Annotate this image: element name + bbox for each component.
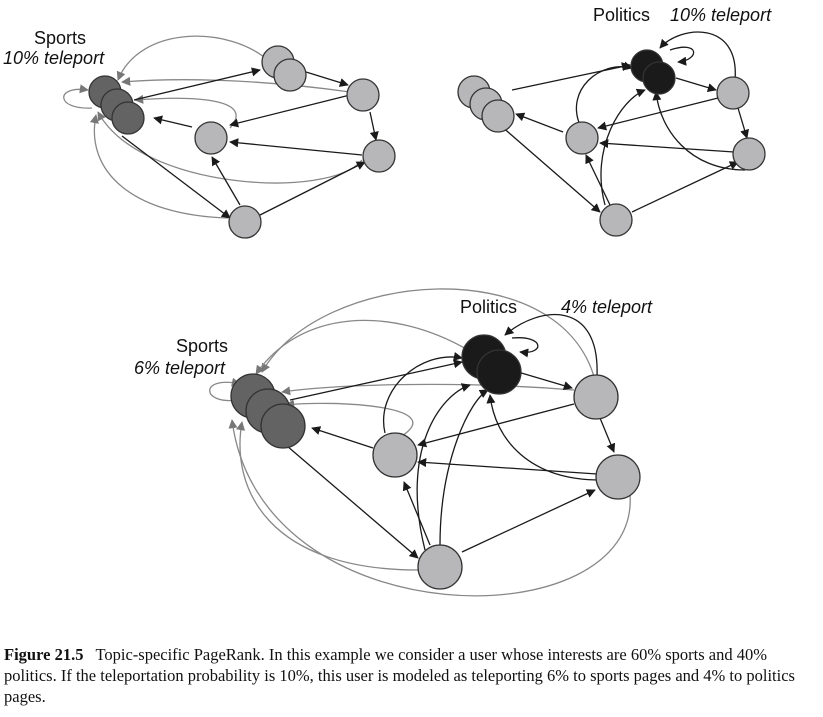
link-edge bbox=[259, 161, 366, 216]
teleport-edge bbox=[652, 91, 746, 171]
link-edge bbox=[599, 417, 616, 453]
politics-node bbox=[476, 349, 522, 395]
teleport-self-loop bbox=[511, 337, 539, 358]
link-edge bbox=[211, 156, 241, 206]
link-edge bbox=[153, 115, 193, 128]
link-edge bbox=[675, 77, 717, 93]
teleport-self-loop bbox=[209, 377, 241, 402]
page-node bbox=[595, 454, 641, 500]
page-node bbox=[716, 76, 750, 110]
politics-label: Politics bbox=[460, 297, 517, 317]
page-node bbox=[417, 544, 463, 590]
link-edge bbox=[279, 439, 419, 559]
panel-sports-teleport: Sports 10% teleport bbox=[3, 28, 396, 239]
teleport-edge bbox=[416, 383, 471, 551]
teleport-edge bbox=[659, 31, 736, 81]
link-edge bbox=[133, 67, 261, 101]
link-edge bbox=[511, 62, 631, 91]
link-edge bbox=[311, 426, 374, 449]
politics-teleport-label: 4% teleport bbox=[561, 297, 653, 317]
link-edge bbox=[417, 458, 598, 475]
link-edge bbox=[585, 154, 611, 206]
link-edge bbox=[599, 139, 735, 153]
teleport-edge bbox=[121, 76, 351, 93]
link-edge bbox=[515, 112, 564, 133]
sports-node bbox=[111, 101, 145, 135]
teleport-self-loop bbox=[63, 84, 93, 109]
teleport-edge bbox=[285, 399, 414, 441]
pagerank-diagram: Sports 10% teleport Politics 10% telepor bbox=[3, 5, 772, 597]
link-edge bbox=[121, 135, 231, 219]
teleport-edge bbox=[116, 35, 271, 81]
link-edge bbox=[517, 371, 573, 391]
link-edge bbox=[737, 107, 750, 139]
link-edge bbox=[229, 138, 363, 156]
politics-node bbox=[642, 61, 676, 95]
page-node bbox=[732, 137, 766, 171]
politics-label: Politics bbox=[593, 5, 650, 25]
teleport-edge bbox=[600, 88, 646, 206]
teleport-edge bbox=[228, 419, 631, 597]
teleport-edge bbox=[134, 94, 237, 129]
teleport-edge bbox=[261, 288, 596, 381]
page-node bbox=[194, 121, 228, 155]
politics-teleport-label: 10% teleport bbox=[670, 5, 772, 25]
link-edge bbox=[229, 94, 351, 128]
sports-node bbox=[260, 403, 306, 449]
link-edge bbox=[461, 489, 596, 553]
teleport-edge bbox=[236, 421, 419, 571]
teleport-edge bbox=[504, 313, 598, 377]
page-node bbox=[228, 205, 262, 239]
figure-label: Figure 21.5 bbox=[4, 645, 84, 664]
link-edge bbox=[631, 161, 739, 213]
sports-teleport-label: 10% teleport bbox=[3, 48, 105, 68]
page-node bbox=[599, 203, 633, 237]
panel-combined-teleport: Sports 6% teleport Politics 4% teleport bbox=[134, 288, 653, 597]
teleport-edge bbox=[575, 61, 633, 126]
teleport-edge bbox=[281, 383, 575, 396]
link-edge bbox=[369, 111, 379, 141]
link-edge bbox=[499, 124, 601, 213]
teleport-edge bbox=[89, 114, 229, 219]
teleport-edge bbox=[382, 352, 463, 434]
page-node bbox=[362, 139, 396, 173]
caption-text: Topic-specific PageRank. In this example… bbox=[4, 645, 795, 706]
page-node bbox=[565, 121, 599, 155]
sports-teleport-label: 6% teleport bbox=[134, 358, 226, 378]
link-edge bbox=[417, 403, 575, 448]
link-edge bbox=[305, 71, 349, 87]
link-edge bbox=[597, 97, 719, 131]
link-edge bbox=[289, 359, 463, 401]
page-node bbox=[273, 58, 307, 92]
teleport-edge bbox=[486, 394, 601, 481]
page-node bbox=[372, 432, 418, 478]
page-node bbox=[573, 374, 619, 420]
teleport-edge bbox=[255, 319, 469, 375]
link-edge bbox=[402, 481, 431, 546]
teleport-edge bbox=[439, 389, 489, 546]
sports-label: Sports bbox=[176, 336, 228, 356]
page-node bbox=[346, 78, 380, 112]
sports-label: Sports bbox=[34, 28, 86, 48]
panel-politics-teleport: Politics 10% teleport bbox=[457, 5, 772, 237]
teleport-self-loop bbox=[669, 46, 695, 66]
page-node bbox=[481, 99, 515, 133]
teleport-edge bbox=[97, 111, 363, 184]
